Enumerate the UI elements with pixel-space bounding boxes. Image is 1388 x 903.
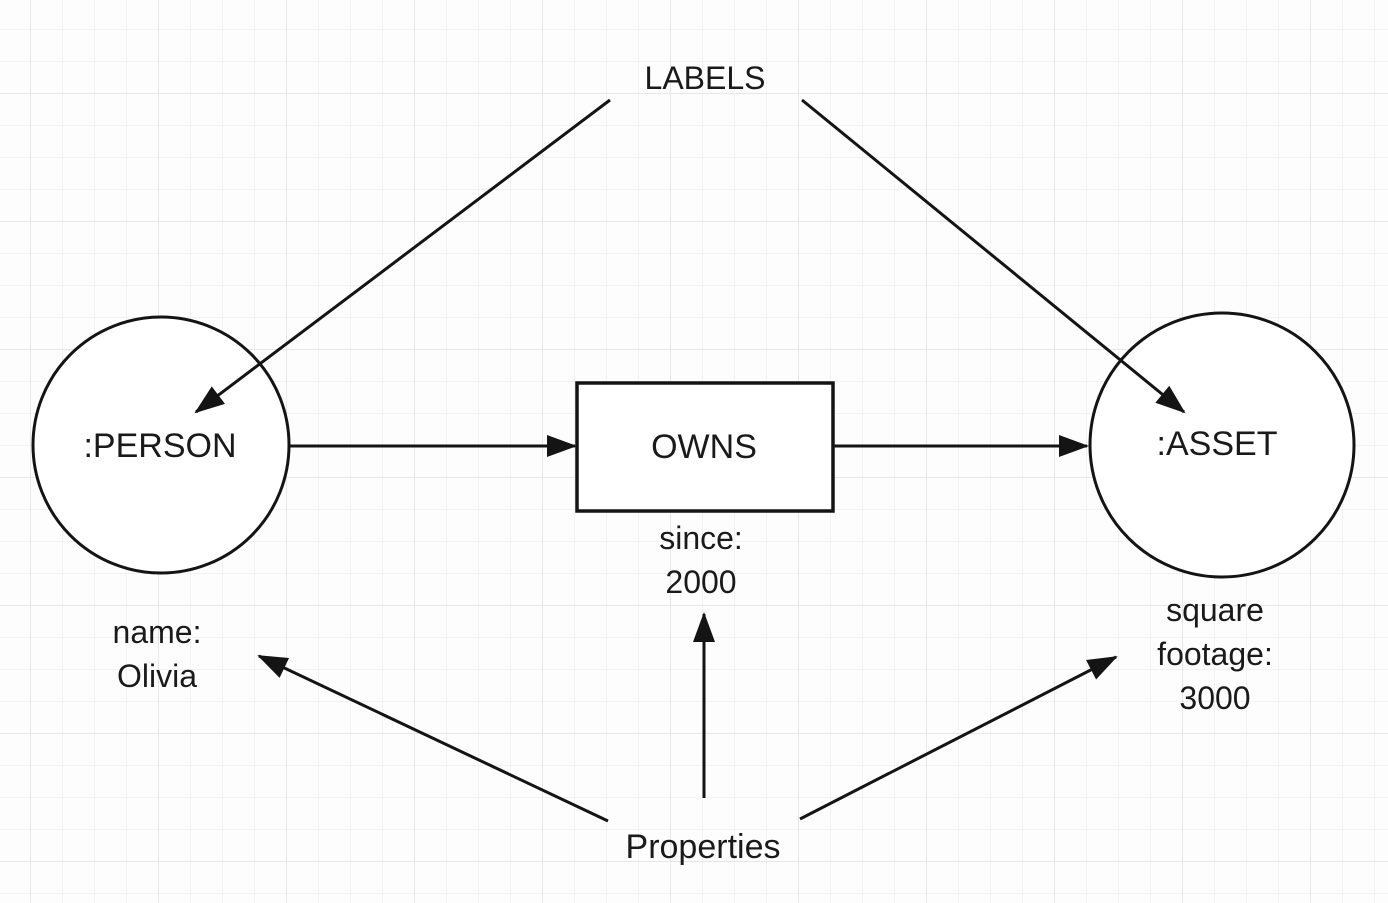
arrow-properties-to-name xyxy=(257,654,609,823)
owns-relationship-box xyxy=(575,381,835,513)
asset-node-circle xyxy=(1088,311,1356,579)
asset-node-label: :ASSET xyxy=(1156,425,1278,463)
owns-relationship-label: OWNS xyxy=(651,428,757,466)
properties-title: Properties xyxy=(625,828,781,866)
arrow-labels-to-person xyxy=(194,98,611,414)
arrow-properties-to-sqft xyxy=(799,655,1118,821)
person-node-label: :PERSON xyxy=(83,427,237,465)
name-property-text: name: Olivia xyxy=(112,614,202,694)
square-footage-property-text: square footage: 3000 xyxy=(1157,592,1273,716)
labels-title: LABELS xyxy=(644,60,766,96)
person-node-circle xyxy=(31,315,291,575)
arrow-labels-to-asset xyxy=(801,98,1186,414)
since-property-text: since: 2000 xyxy=(659,520,743,600)
